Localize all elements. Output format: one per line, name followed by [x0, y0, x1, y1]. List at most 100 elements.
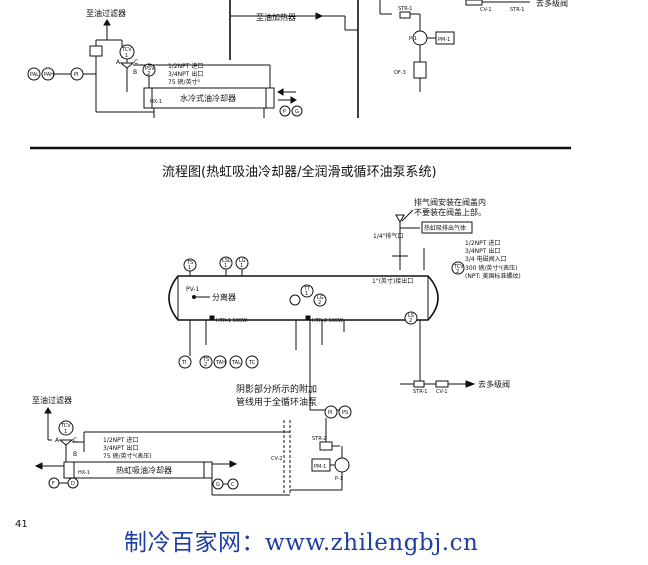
bottom-c-circle: [227, 478, 239, 490]
ls-2-bubble: [404, 311, 418, 325]
pi-bubble: [324, 405, 338, 419]
page-number: 41: [15, 519, 28, 530]
svg-text:STR-2: STR-2: [312, 436, 327, 442]
lg-2-bubble: [313, 293, 327, 307]
svg-text:G: G: [216, 482, 220, 488]
tt-1-bubble: [300, 284, 314, 298]
svg-text:PM-1: PM-1: [438, 37, 450, 43]
svg-text:1/2NPT 进口: 1/2NPT 进口: [103, 436, 138, 444]
bottom-d-circle: [67, 477, 79, 489]
top-p-circle: [279, 105, 291, 117]
svg-text:3/4 电磁阀入口: 3/4 电磁阀入口: [465, 255, 507, 263]
svg-text:75 磅/英寸²(表压): 75 磅/英寸²(表压): [103, 452, 152, 460]
top-water-cooler: [143, 87, 275, 109]
svg-text:HX-1: HX-1: [150, 99, 162, 105]
separator-label: 分离器: [212, 292, 236, 302]
svg-text:TT: TT: [303, 286, 311, 292]
svg-text:TCV: TCV: [453, 264, 464, 270]
svg-text:A: A: [116, 59, 121, 66]
svg-text:PS: PS: [342, 410, 348, 416]
top-to-oil-filter-label: 至油过滤器: [86, 8, 126, 18]
thermosyphon-cooler: [63, 461, 213, 479]
svg-text:G: G: [295, 109, 299, 115]
svg-text:A: A: [55, 437, 60, 444]
svg-text:(NPT: 美国标准螺纹): (NPT: 美国标准螺纹): [465, 272, 521, 280]
svg-text:HTR-2 500W: HTR-2 500W: [312, 318, 343, 324]
svg-text:CV-1: CV-1: [480, 7, 492, 13]
svg-text:C: C: [231, 482, 235, 488]
svg-text:1: 1: [64, 429, 67, 435]
svg-text:1: 1: [224, 263, 227, 269]
bottom-diagram: 排气阀安装在阀盖内 不要装在阀盖上部。 1/4"排气口 热虹吸排出气体 1/2N…: [32, 197, 521, 496]
thermosyphon-cooler-label: 热虹吸油冷却器: [116, 465, 172, 475]
svg-text:TS: TS: [202, 357, 209, 363]
svg-text:TI: TI: [181, 360, 187, 366]
svg-text:1/2NPT 进口: 1/2NPT 进口: [168, 62, 203, 70]
svg-text:CV-2: CV-2: [271, 456, 283, 462]
ti-bubble: [178, 355, 192, 369]
svg-text:3/4NPT 出口: 3/4NPT 出口: [168, 70, 203, 78]
svg-text:TCV: TCV: [121, 47, 132, 53]
svg-text:LSL: LSL: [222, 258, 231, 264]
svg-text:PV-1: PV-1: [186, 286, 200, 293]
svg-text:1: 1: [305, 291, 308, 297]
watermark: 制冷百家网：www.zhilengbj.cn: [124, 530, 478, 556]
svg-text:75 磅/英寸²: 75 磅/英寸²: [168, 78, 201, 86]
tcv-right-bubble: [451, 261, 465, 275]
svg-text:1/2NPT 进口: 1/2NPT 进口: [465, 239, 500, 247]
svg-text:1: 1: [125, 53, 128, 59]
svg-text:LG: LG: [239, 258, 246, 264]
svg-text:STR-1: STR-1: [398, 6, 413, 12]
top-g-circle: [291, 105, 303, 117]
tal-bubble: [229, 355, 243, 369]
svg-text:1/4"排气口: 1/4"排气口: [373, 232, 403, 240]
svg-text:STR-1: STR-1: [510, 7, 525, 13]
svg-text:LS: LS: [408, 313, 414, 319]
svg-text:1: 1: [240, 263, 243, 269]
svg-text:PAH: PAH: [44, 72, 54, 78]
bottom-pump: [334, 457, 350, 473]
svg-text:D: D: [71, 481, 75, 487]
bottom-strainer: [319, 441, 333, 451]
svg-text:LG: LG: [317, 295, 324, 301]
svg-text:排气阀安装在阀盖内: 排气阀安装在阀盖内: [414, 197, 486, 207]
svg-text:P-1: P-1: [409, 36, 417, 42]
svg-text:B: B: [73, 451, 77, 458]
svg-text:300 磅/英寸²(表压): 300 磅/英寸²(表压): [465, 264, 517, 272]
svg-text:PM-1: PM-1: [314, 464, 326, 470]
bottom-to-multi-valve-label: 去多级阀: [478, 379, 510, 389]
top-strainer: [399, 11, 411, 19]
svg-text:管线用于全循环油泵: 管线用于全循环油泵: [236, 396, 317, 408]
diagram-title: 流程图(热虹吸油冷却器/全润滑或循环油泵系统): [162, 164, 437, 180]
top-small-valve: [89, 45, 103, 57]
svg-text:2: 2: [456, 269, 459, 275]
svg-text:PSV: PSV: [145, 66, 155, 72]
svg-text:阴影部分所示的附加: 阴影部分所示的附加: [236, 383, 317, 395]
top-pal-bubble: [27, 67, 41, 81]
svg-text:TAL: TAL: [231, 360, 241, 366]
bottom-to-oil-filter-label: 至油过滤器: [32, 395, 72, 405]
top-filter-arrow: [103, 19, 111, 26]
svg-text:HTR-1 500W: HTR-1 500W: [216, 318, 247, 324]
svg-text:2: 2: [409, 318, 412, 324]
svg-text:PI: PI: [74, 72, 79, 78]
svg-text:2: 2: [318, 300, 321, 306]
svg-text:1: 1: [188, 265, 191, 271]
svg-text:C: C: [73, 437, 77, 444]
svg-text:P: P: [283, 109, 286, 115]
svg-text:STR-1: STR-1: [413, 389, 428, 395]
svg-text:P-1: P-1: [335, 476, 343, 482]
svg-text:F: F: [52, 481, 55, 487]
svg-text:B: B: [133, 69, 137, 76]
svg-text:1"(英寸)接出口: 1"(英寸)接出口: [372, 277, 413, 285]
svg-text:热虹吸排出气体: 热虹吸排出气体: [424, 224, 466, 232]
svg-text:CV-1: CV-1: [436, 389, 448, 395]
top-oil-filter: [413, 61, 427, 79]
tah-bubble: [213, 355, 227, 369]
thermosyphon-gas-box: [421, 221, 473, 234]
svg-text:TS: TS: [186, 260, 193, 266]
svg-text:PAL: PAL: [30, 72, 39, 78]
svg-text:2: 2: [147, 71, 150, 77]
svg-text:C: C: [134, 59, 138, 66]
